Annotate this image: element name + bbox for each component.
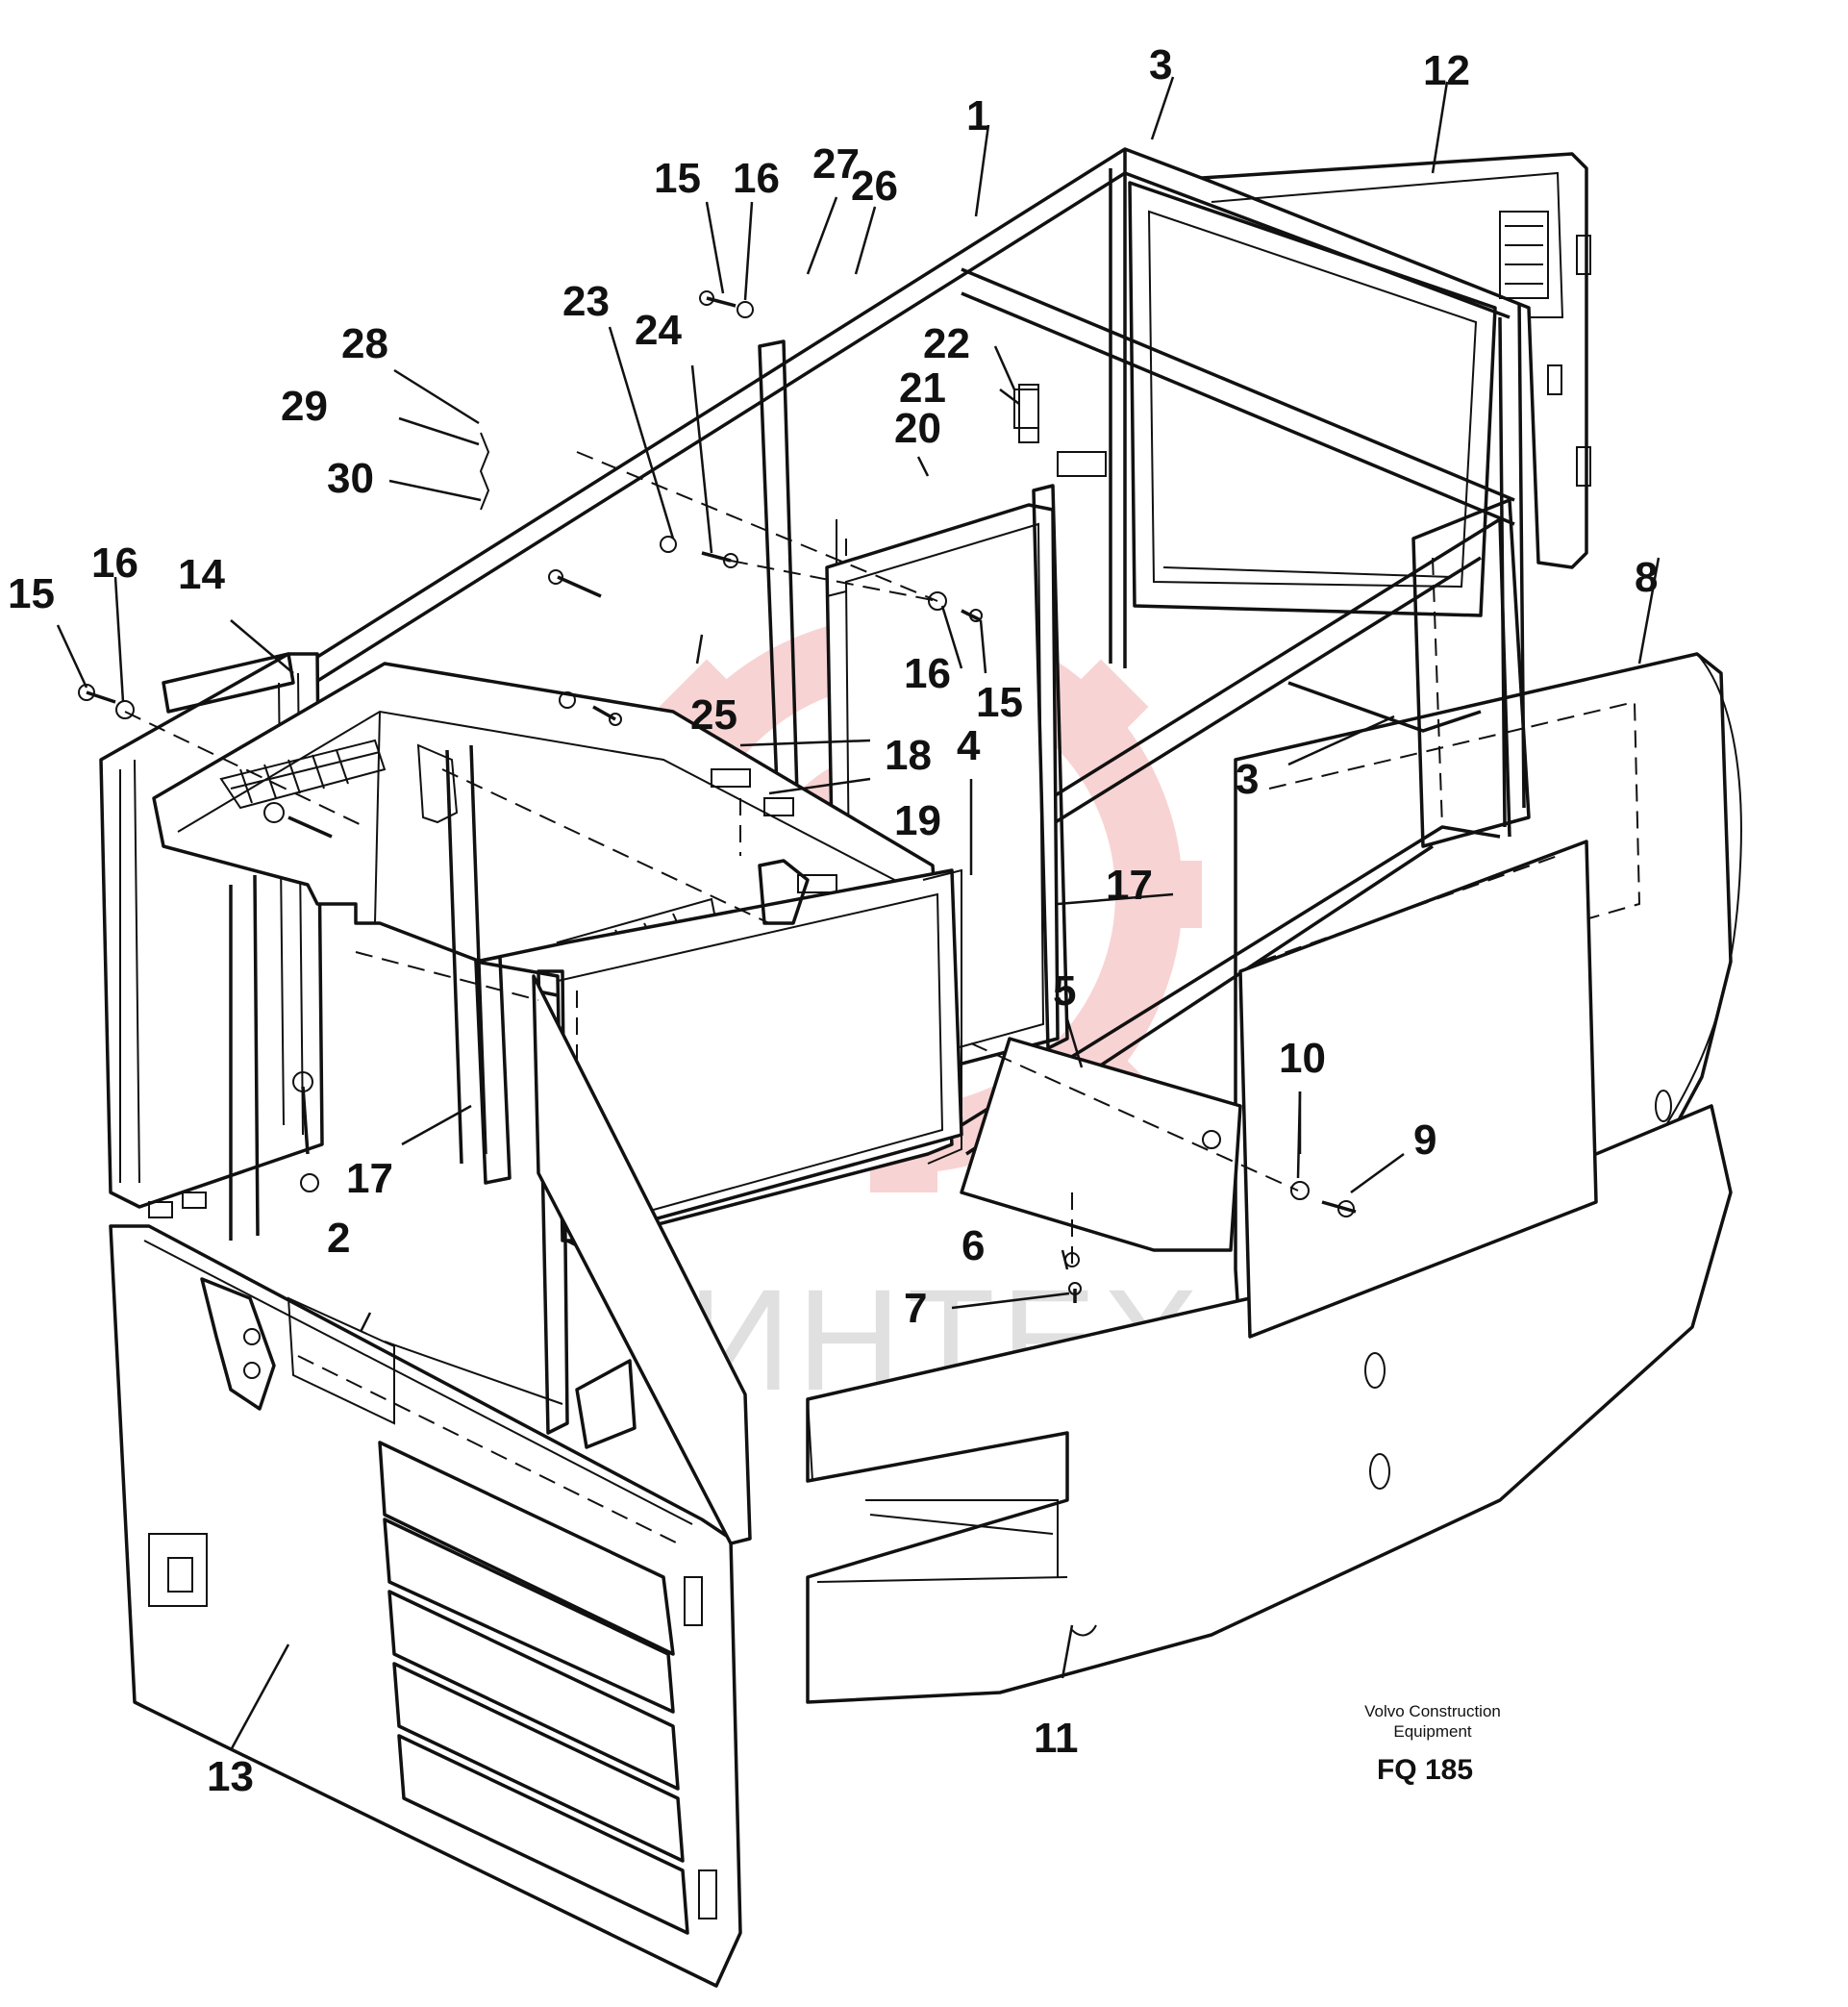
- side-panel: [1238, 840, 1598, 1339]
- washer-icon: [737, 301, 754, 318]
- callout-12: 12: [1423, 47, 1470, 94]
- washer-icon: [559, 691, 576, 709]
- callout-27: 27: [812, 140, 860, 188]
- callout-16-top: 16: [733, 155, 780, 202]
- callout-15-mid: 15: [976, 679, 1023, 726]
- callout-14: 14: [178, 551, 225, 598]
- bolt-icon: [292, 1071, 313, 1155]
- center-door-strip: [287, 974, 752, 1545]
- callout-28: 28: [341, 320, 388, 367]
- callout-24: 24: [635, 307, 682, 354]
- washer-icon: [660, 536, 677, 553]
- callout-25: 25: [690, 691, 737, 739]
- callout-29: 29: [281, 383, 328, 430]
- callout-21: 21: [899, 364, 946, 412]
- callout-26: 26: [851, 163, 898, 210]
- callout-13: 13: [207, 1753, 254, 1800]
- callout-10: 10: [1279, 1035, 1326, 1082]
- callout-16-mid: 16: [904, 650, 951, 697]
- door-handle-icon: [148, 1533, 208, 1607]
- washer-icon: [1290, 1181, 1310, 1200]
- clip-icon: [479, 432, 490, 511]
- assembly-lines: [124, 451, 1299, 1269]
- bolt-icon: [699, 290, 737, 308]
- leader-lines: [56, 76, 1661, 1751]
- bolt-icon: [961, 609, 983, 622]
- floor-plate: [960, 1037, 1242, 1252]
- callout-9: 9: [1413, 1116, 1436, 1164]
- callout-16-left: 16: [91, 539, 138, 587]
- callout-3-side: 3: [1236, 756, 1259, 803]
- callout-3-top: 3: [1149, 41, 1172, 88]
- washer-icon: [300, 1173, 319, 1192]
- washer-icon: [928, 591, 947, 611]
- bolt-icon: [1321, 1200, 1357, 1217]
- callout-15-left: 15: [8, 570, 55, 617]
- callout-8: 8: [1635, 554, 1658, 601]
- callout-30: 30: [327, 455, 374, 502]
- bracket-icon: [763, 797, 794, 816]
- callout-2: 2: [327, 1215, 350, 1262]
- washer-icon: [1202, 1130, 1221, 1149]
- callout-6: 6: [961, 1222, 985, 1269]
- callout-17-left: 17: [346, 1155, 393, 1202]
- bolt-icon: [548, 569, 602, 598]
- bolt-icon: [592, 705, 622, 726]
- callout-15-top: 15: [654, 155, 701, 202]
- counterweight-rear: [806, 1104, 1733, 1704]
- front-door: [109, 1224, 742, 1988]
- rear-panel: [1200, 152, 1591, 569]
- callout-11: 11: [1034, 1715, 1079, 1762]
- callout-20: 20: [894, 405, 941, 452]
- callout-18: 18: [885, 732, 932, 779]
- figure-code: FQ 185: [1377, 1754, 1473, 1786]
- callout-labels: 1 2 3 3 4 5 6 7 8 9 10 11 12 13 14 15 15…: [8, 41, 1658, 1800]
- bracket-icon: [1013, 389, 1039, 429]
- bolt-icon: [1068, 1282, 1082, 1303]
- callout-19: 19: [894, 797, 941, 844]
- bracket-icon: [711, 768, 751, 788]
- bolt-icon: [701, 551, 738, 568]
- bolt-icon: [78, 684, 116, 704]
- callout-22: 22: [923, 320, 970, 367]
- credit-line-2: Equipment: [1393, 1722, 1472, 1741]
- callout-1: 1: [966, 92, 989, 139]
- callout-17-right: 17: [1106, 862, 1153, 909]
- door-louvers: [378, 1441, 689, 1935]
- callout-7: 7: [904, 1285, 927, 1332]
- credit-line-1: Volvo Construction: [1364, 1702, 1501, 1720]
- washer-icon: [115, 700, 135, 719]
- bolt-icon: [263, 802, 333, 839]
- callout-23: 23: [562, 278, 610, 325]
- callout-4: 4: [957, 722, 981, 769]
- callout-5: 5: [1053, 967, 1076, 1015]
